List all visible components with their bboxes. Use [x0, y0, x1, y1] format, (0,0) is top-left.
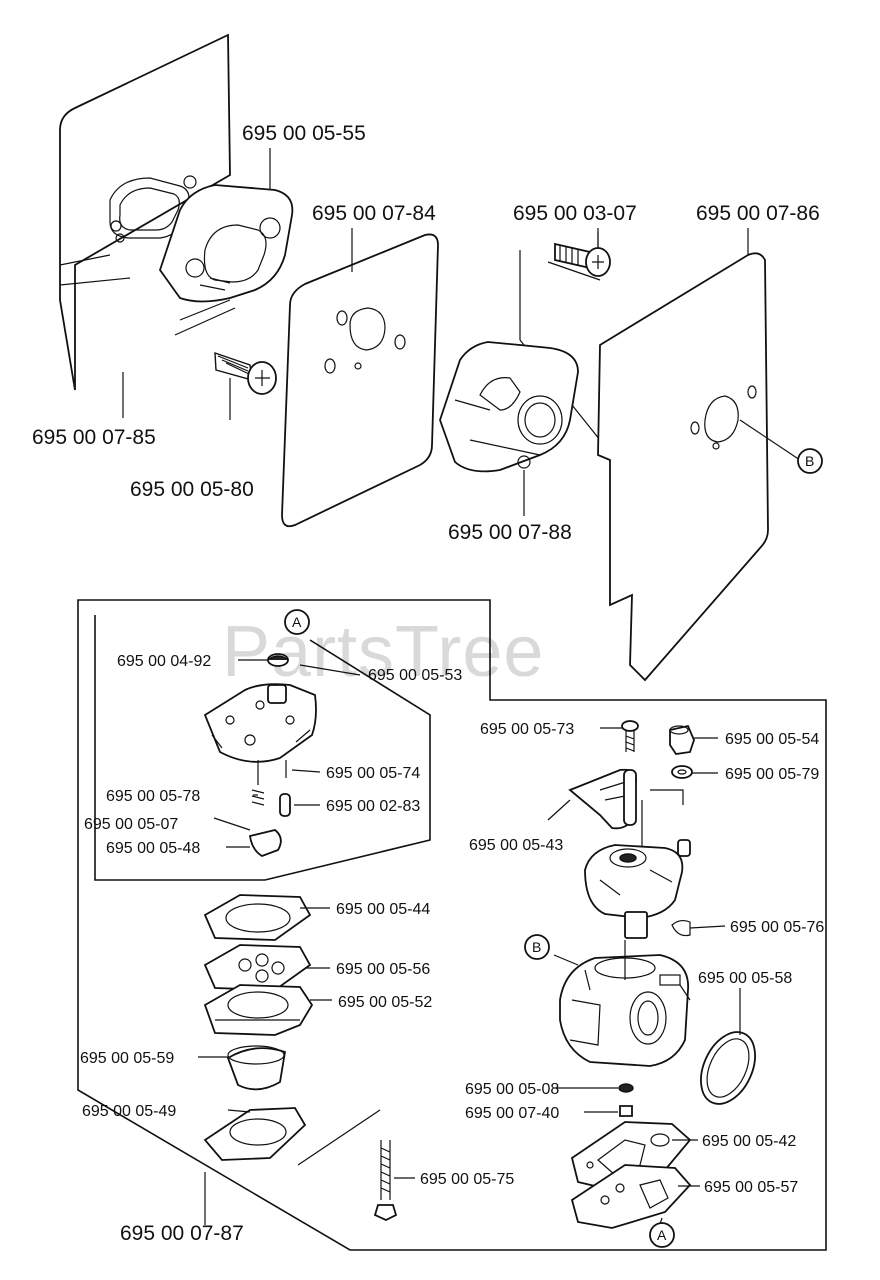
assembly-frame — [77, 599, 827, 1251]
gasket-695-00-07-85 — [59, 33, 231, 391]
label-695-00-05-49: 695 00 05-49 — [82, 1103, 176, 1120]
label-695-00-05-57: 695 00 05-57 — [704, 1179, 798, 1196]
diaphragm-stack — [203, 894, 381, 1225]
label-695-00-05-75: 695 00 05-75 — [420, 1171, 514, 1188]
callout-b-carb: B — [524, 934, 550, 960]
label-695-00-07-84: 695 00 07-84 — [312, 202, 436, 225]
label-695-00-05-42: 695 00 05-42 — [702, 1133, 796, 1150]
label-695-00-07-85: 695 00 07-85 — [32, 426, 156, 449]
part-695-00-05-08 — [618, 1083, 634, 1093]
label-695-00-05-59: 695 00 05-59 — [80, 1050, 174, 1067]
label-695-00-04-92: 695 00 04-92 — [117, 653, 211, 670]
label-695-00-05-73: 695 00 05-73 — [480, 721, 574, 738]
gasket-695-00-07-84 — [281, 233, 439, 528]
label-695-00-05-56: 695 00 05-56 — [336, 961, 430, 978]
svg-text:B: B — [532, 939, 541, 955]
label-695-00-05-74: 695 00 05-74 — [326, 765, 420, 782]
gasket-695-00-07-86 — [597, 252, 801, 682]
part-695-00-07-40 — [619, 1105, 633, 1117]
leader-lines — [122, 148, 749, 1225]
label-695-00-05-58: 695 00 05-58 — [698, 970, 792, 987]
label-695-00-05-44: 695 00 05-44 — [336, 901, 430, 918]
part-695-00-07-88 — [439, 250, 601, 473]
label-695-00-02-83: 695 00 02-83 — [326, 798, 420, 815]
gasket-ring-695-00-05-58 — [700, 1031, 756, 1105]
svg-text:A: A — [657, 1227, 667, 1243]
part-695-00-05-55 — [159, 184, 294, 303]
screw-695-00-05-80 — [174, 299, 277, 420]
label-695-00-07-87: 695 00 07-87 — [120, 1222, 244, 1245]
label-695-00-05-08: 695 00 05-08 — [465, 1081, 559, 1098]
svg-text:A: A — [292, 614, 302, 630]
label-695-00-05-52: 695 00 05-52 — [338, 994, 432, 1011]
carburetor-upper — [584, 839, 691, 939]
label-695-00-05-76: 695 00 05-76 — [730, 919, 824, 936]
label-695-00-05-80: 695 00 05-80 — [130, 478, 254, 501]
label-695-00-05-43: 695 00 05-43 — [469, 837, 563, 854]
callout-a-bottom: A — [649, 1222, 675, 1248]
callout-b-right: B — [797, 448, 823, 474]
part-labels: 695 00 05-55 695 00 07-84 695 00 03-07 6… — [32, 122, 824, 1245]
label-695-00-05-55: 695 00 05-55 — [242, 122, 366, 145]
screw-695-00-03-07 — [547, 232, 611, 281]
svg-text:B: B — [805, 453, 814, 469]
screw-695-00-05-73 — [621, 720, 639, 752]
fitting-695-00-05-54 — [669, 724, 695, 755]
label-695-00-05-07: 695 00 05-07 — [84, 816, 178, 833]
lever-695-00-05-43 — [547, 768, 643, 860]
washer-695-00-05-79 — [650, 765, 693, 805]
label-695-00-07-86: 695 00 07-86 — [696, 202, 820, 225]
label-695-00-05-78: 695 00 05-78 — [106, 788, 200, 805]
label-695-00-05-48: 695 00 05-48 — [106, 840, 200, 857]
label-695-00-07-40: 695 00 07-40 — [465, 1105, 559, 1122]
label-695-00-05-79: 695 00 05-79 — [725, 766, 819, 783]
callout-a-top: A — [284, 609, 310, 635]
label-695-00-05-54: 695 00 05-54 — [725, 731, 819, 748]
label-695-00-03-07: 695 00 03-07 — [513, 202, 637, 225]
label-695-00-07-88: 695 00 07-88 — [448, 521, 572, 544]
carburetor-body — [559, 940, 691, 1067]
screw-695-00-05-75 — [373, 1140, 398, 1221]
pump-cover-assembly — [203, 653, 317, 857]
gasket-695-00-05-57 — [570, 1164, 692, 1229]
label-695-00-05-53: 695 00 05-53 — [368, 667, 462, 684]
